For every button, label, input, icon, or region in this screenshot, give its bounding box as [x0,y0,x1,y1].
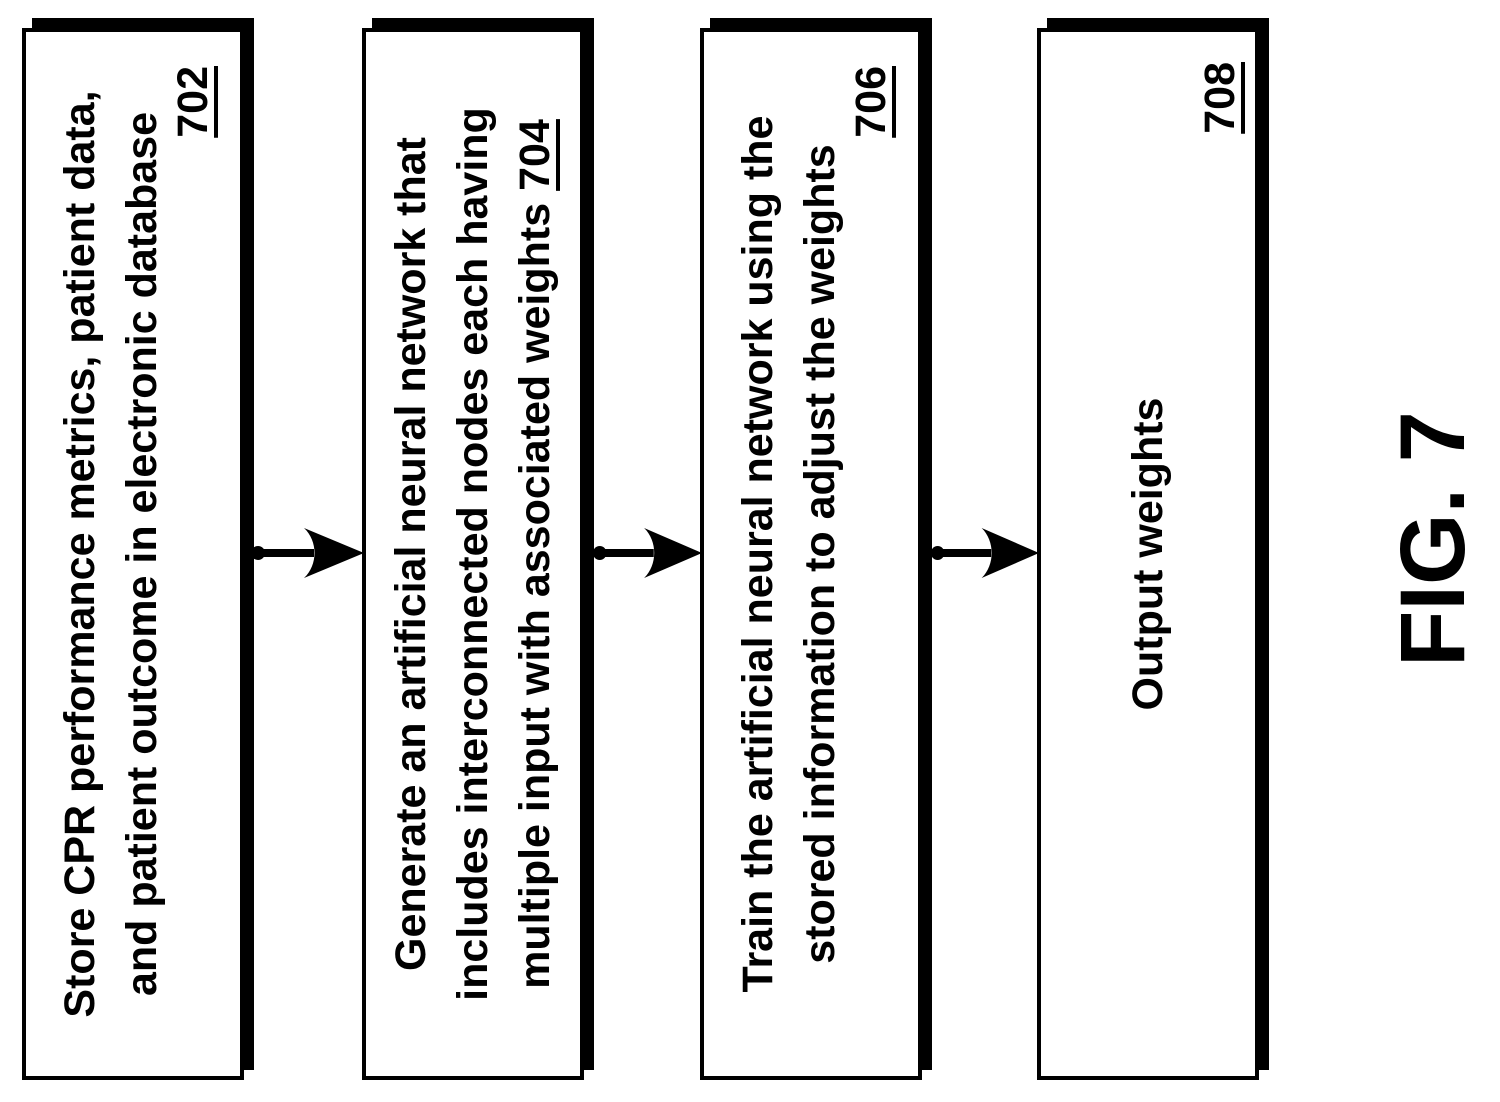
step-text-line: Output weights [1124,397,1172,711]
step-text-line: multiple input with associated weights 70… [504,32,566,1076]
flow-arrow-right-icon [592,528,702,578]
ref-numeral-706: 706 [847,66,895,138]
ref-numeral-704: 704 [511,119,559,191]
flow-step-train-ann: Train the artificial neural network usin… [700,28,922,1080]
step-text-line: Train the artificial neural network usin… [734,115,782,993]
flow-step-output-weights: Output weights 708 [1037,28,1259,1080]
step-text-line: Store CPR performance metrics, patient d… [56,90,104,1018]
step-text-line: includes interconnected nodes each havin… [449,107,497,1001]
flow-step-generate-ann-text: Generate an artificial neural network th… [366,32,580,1076]
figure-label-text: FIG. 7 [1382,411,1484,667]
flow-step-store-data: Store CPR performance metrics, patient d… [22,28,244,1080]
ref-numeral-702: 702 [169,66,217,138]
flow-step-train-ann-text: Train the artificial neural network usin… [704,32,918,1076]
flow-step-output-weights-text: Output weights 708 [1041,32,1255,1076]
step-text-line: and patient outcome in electronic databa… [118,111,166,997]
step-text-line: stored information to adjust the weights [796,144,844,964]
flow-step-generate-ann: Generate an artificial neural network th… [362,28,584,1080]
flow-arrow-right-icon [930,528,1039,578]
ref-numeral-708: 708 [1196,62,1244,134]
ref-numeral-line: 702 [169,32,217,1076]
flow-step-store-data-text: Store CPR performance metrics, patient d… [26,32,240,1076]
step-text-line: Generate an artificial neural network th… [387,137,435,971]
figure-label: FIG. 7 [1382,398,1484,680]
step-text: multiple input with associated weights [511,202,559,989]
flow-arrow-right-icon [251,528,364,578]
ref-numeral-line: 706 [847,32,895,1076]
